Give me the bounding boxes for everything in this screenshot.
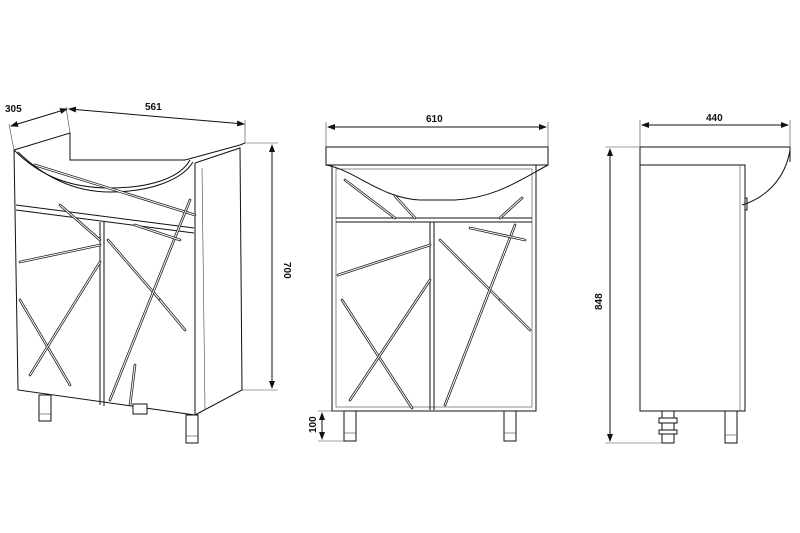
front-width-label: 610	[426, 114, 443, 125]
iso-width-label: 561	[145, 102, 162, 113]
side-depth-label: 440	[706, 113, 723, 124]
iso-depth-label: 305	[5, 104, 22, 115]
front-leg-height-label: 100	[308, 416, 319, 433]
isometric-grooves	[18, 163, 197, 407]
side-height-label: 848	[594, 293, 605, 310]
side-view	[605, 120, 791, 444]
isometric-view	[8, 106, 278, 444]
iso-height-label: 700	[281, 262, 292, 279]
front-view	[318, 122, 549, 442]
front-grooves	[336, 178, 532, 410]
